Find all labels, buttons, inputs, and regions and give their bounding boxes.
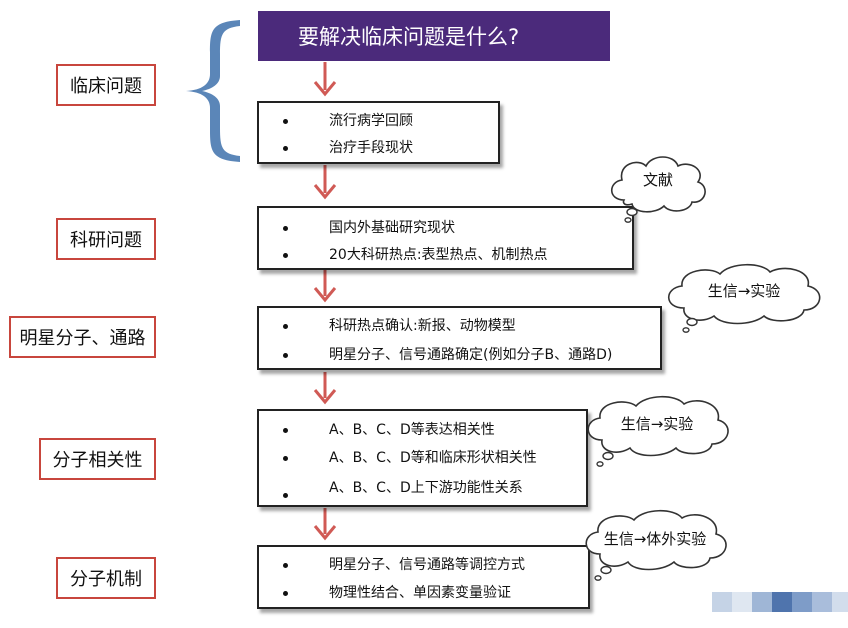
- list-item: 国内外基础研究现状: [259, 218, 632, 238]
- thought-cloud-icon: [587, 395, 729, 467]
- bullet-icon: [283, 563, 288, 568]
- thought-cloud-icon: [667, 263, 821, 333]
- list-item-text: A、B、C、D上下游功能性关系: [329, 480, 523, 496]
- down-arrow-icon: [313, 372, 337, 405]
- step-box-mechanism: 明星分子、信号通路等调控方式 物理性结合、单因素变量验证: [257, 545, 590, 609]
- cloud-text: 文献: [642, 171, 673, 189]
- curly-brace-icon: [186, 20, 240, 162]
- down-arrow-icon: [313, 62, 337, 97]
- bullet-icon: [283, 253, 288, 258]
- list-item-text: 物理性结合、单因素变量验证: [329, 585, 511, 601]
- label-text: 科研问题: [70, 230, 142, 251]
- label-text: 分子机制: [70, 569, 142, 590]
- list-item-text: 20大科研热点:表型热点、机制热点: [329, 247, 548, 263]
- bullet-icon: [283, 324, 288, 329]
- list-item: A、B、C、D等和临床形状相关性: [259, 448, 586, 468]
- list-item: 科研热点确认:新报、动物模型: [259, 316, 660, 336]
- thought-cloud-bioinfo-2: 生信→实验: [580, 394, 734, 470]
- down-arrow-icon: [313, 508, 337, 541]
- list-item: 明星分子、信号通路等调控方式: [259, 555, 588, 575]
- list-item: 明星分子、信号通路确定(例如分子B、通路D): [259, 345, 660, 365]
- label-molecular-mechanism: 分子机制: [56, 557, 156, 599]
- list-item: 治疗手段现状: [259, 138, 498, 158]
- list-item-text: 明星分子、信号通路确定(例如分子B、通路D): [329, 347, 613, 363]
- list-item-text: 流行病学回顾: [329, 113, 413, 129]
- label-text: 临床问题: [70, 76, 142, 97]
- label-molecular-correlation: 分子相关性: [39, 438, 156, 480]
- list-item-text: 科研热点确认:新报、动物模型: [329, 318, 516, 334]
- step-box-clinical: 流行病学回顾 治疗手段现状: [257, 101, 500, 164]
- cloud-text: 生信→实验: [620, 415, 694, 433]
- label-clinical-question: 临床问题: [56, 64, 156, 106]
- thought-cloud-bioinfo-1: 生信→实验: [660, 262, 828, 334]
- bullet-icon: [283, 353, 288, 358]
- bullet-icon: [283, 146, 288, 151]
- cloud-text: 生信→实验: [707, 282, 781, 300]
- thought-cloud-icon: [585, 509, 727, 581]
- bullet-icon: [283, 456, 288, 461]
- title-box: 要解决临床问题是什么?: [258, 11, 610, 61]
- list-item-text: A、B、C、D等和临床形状相关性: [329, 450, 537, 466]
- down-arrow-icon: [313, 270, 337, 303]
- list-item-text: 明星分子、信号通路等调控方式: [329, 557, 525, 573]
- bullet-icon: [283, 428, 288, 433]
- list-item: 流行病学回顾: [259, 111, 498, 131]
- list-item-text: A、B、C、D等表达相关性: [329, 422, 495, 438]
- step-box-star-molecule: 科研热点确认:新报、动物模型 明星分子、信号通路确定(例如分子B、通路D): [257, 306, 662, 370]
- bullet-icon: [283, 493, 288, 498]
- decorative-color-strip: [712, 592, 848, 612]
- step-box-correlation: A、B、C、D等表达相关性 A、B、C、D等和临床形状相关性 A、B、C、D上下…: [257, 409, 588, 507]
- bullet-icon: [283, 226, 288, 231]
- list-item: 物理性结合、单因素变量验证: [259, 583, 588, 603]
- label-text: 明星分子、通路: [19, 328, 146, 349]
- bullet-icon: [283, 119, 288, 124]
- list-item-text: 国内外基础研究现状: [329, 220, 455, 236]
- label-research-question: 科研问题: [56, 218, 156, 260]
- list-item: A、B、C、D上下游功能性关系: [259, 478, 586, 498]
- list-item: A、B、C、D等表达相关性: [259, 420, 586, 440]
- label-star-molecule: 明星分子、通路: [9, 316, 156, 358]
- list-item-text: 治疗手段现状: [329, 140, 413, 156]
- thought-cloud-literature: 文献: [604, 152, 712, 224]
- list-item: 20大科研热点:表型热点、机制热点: [259, 245, 632, 265]
- cloud-text: 生信→体外实验: [603, 530, 707, 548]
- bullet-icon: [283, 591, 288, 596]
- title-text: 要解决临床问题是什么?: [298, 25, 520, 49]
- label-text: 分子相关性: [52, 450, 143, 471]
- down-arrow-icon: [313, 165, 337, 200]
- step-box-research: 国内外基础研究现状 20大科研热点:表型热点、机制热点: [257, 206, 634, 270]
- thought-cloud-icon: [610, 156, 706, 223]
- thought-cloud-bioinfo-3: 生信→体外实验: [578, 508, 732, 584]
